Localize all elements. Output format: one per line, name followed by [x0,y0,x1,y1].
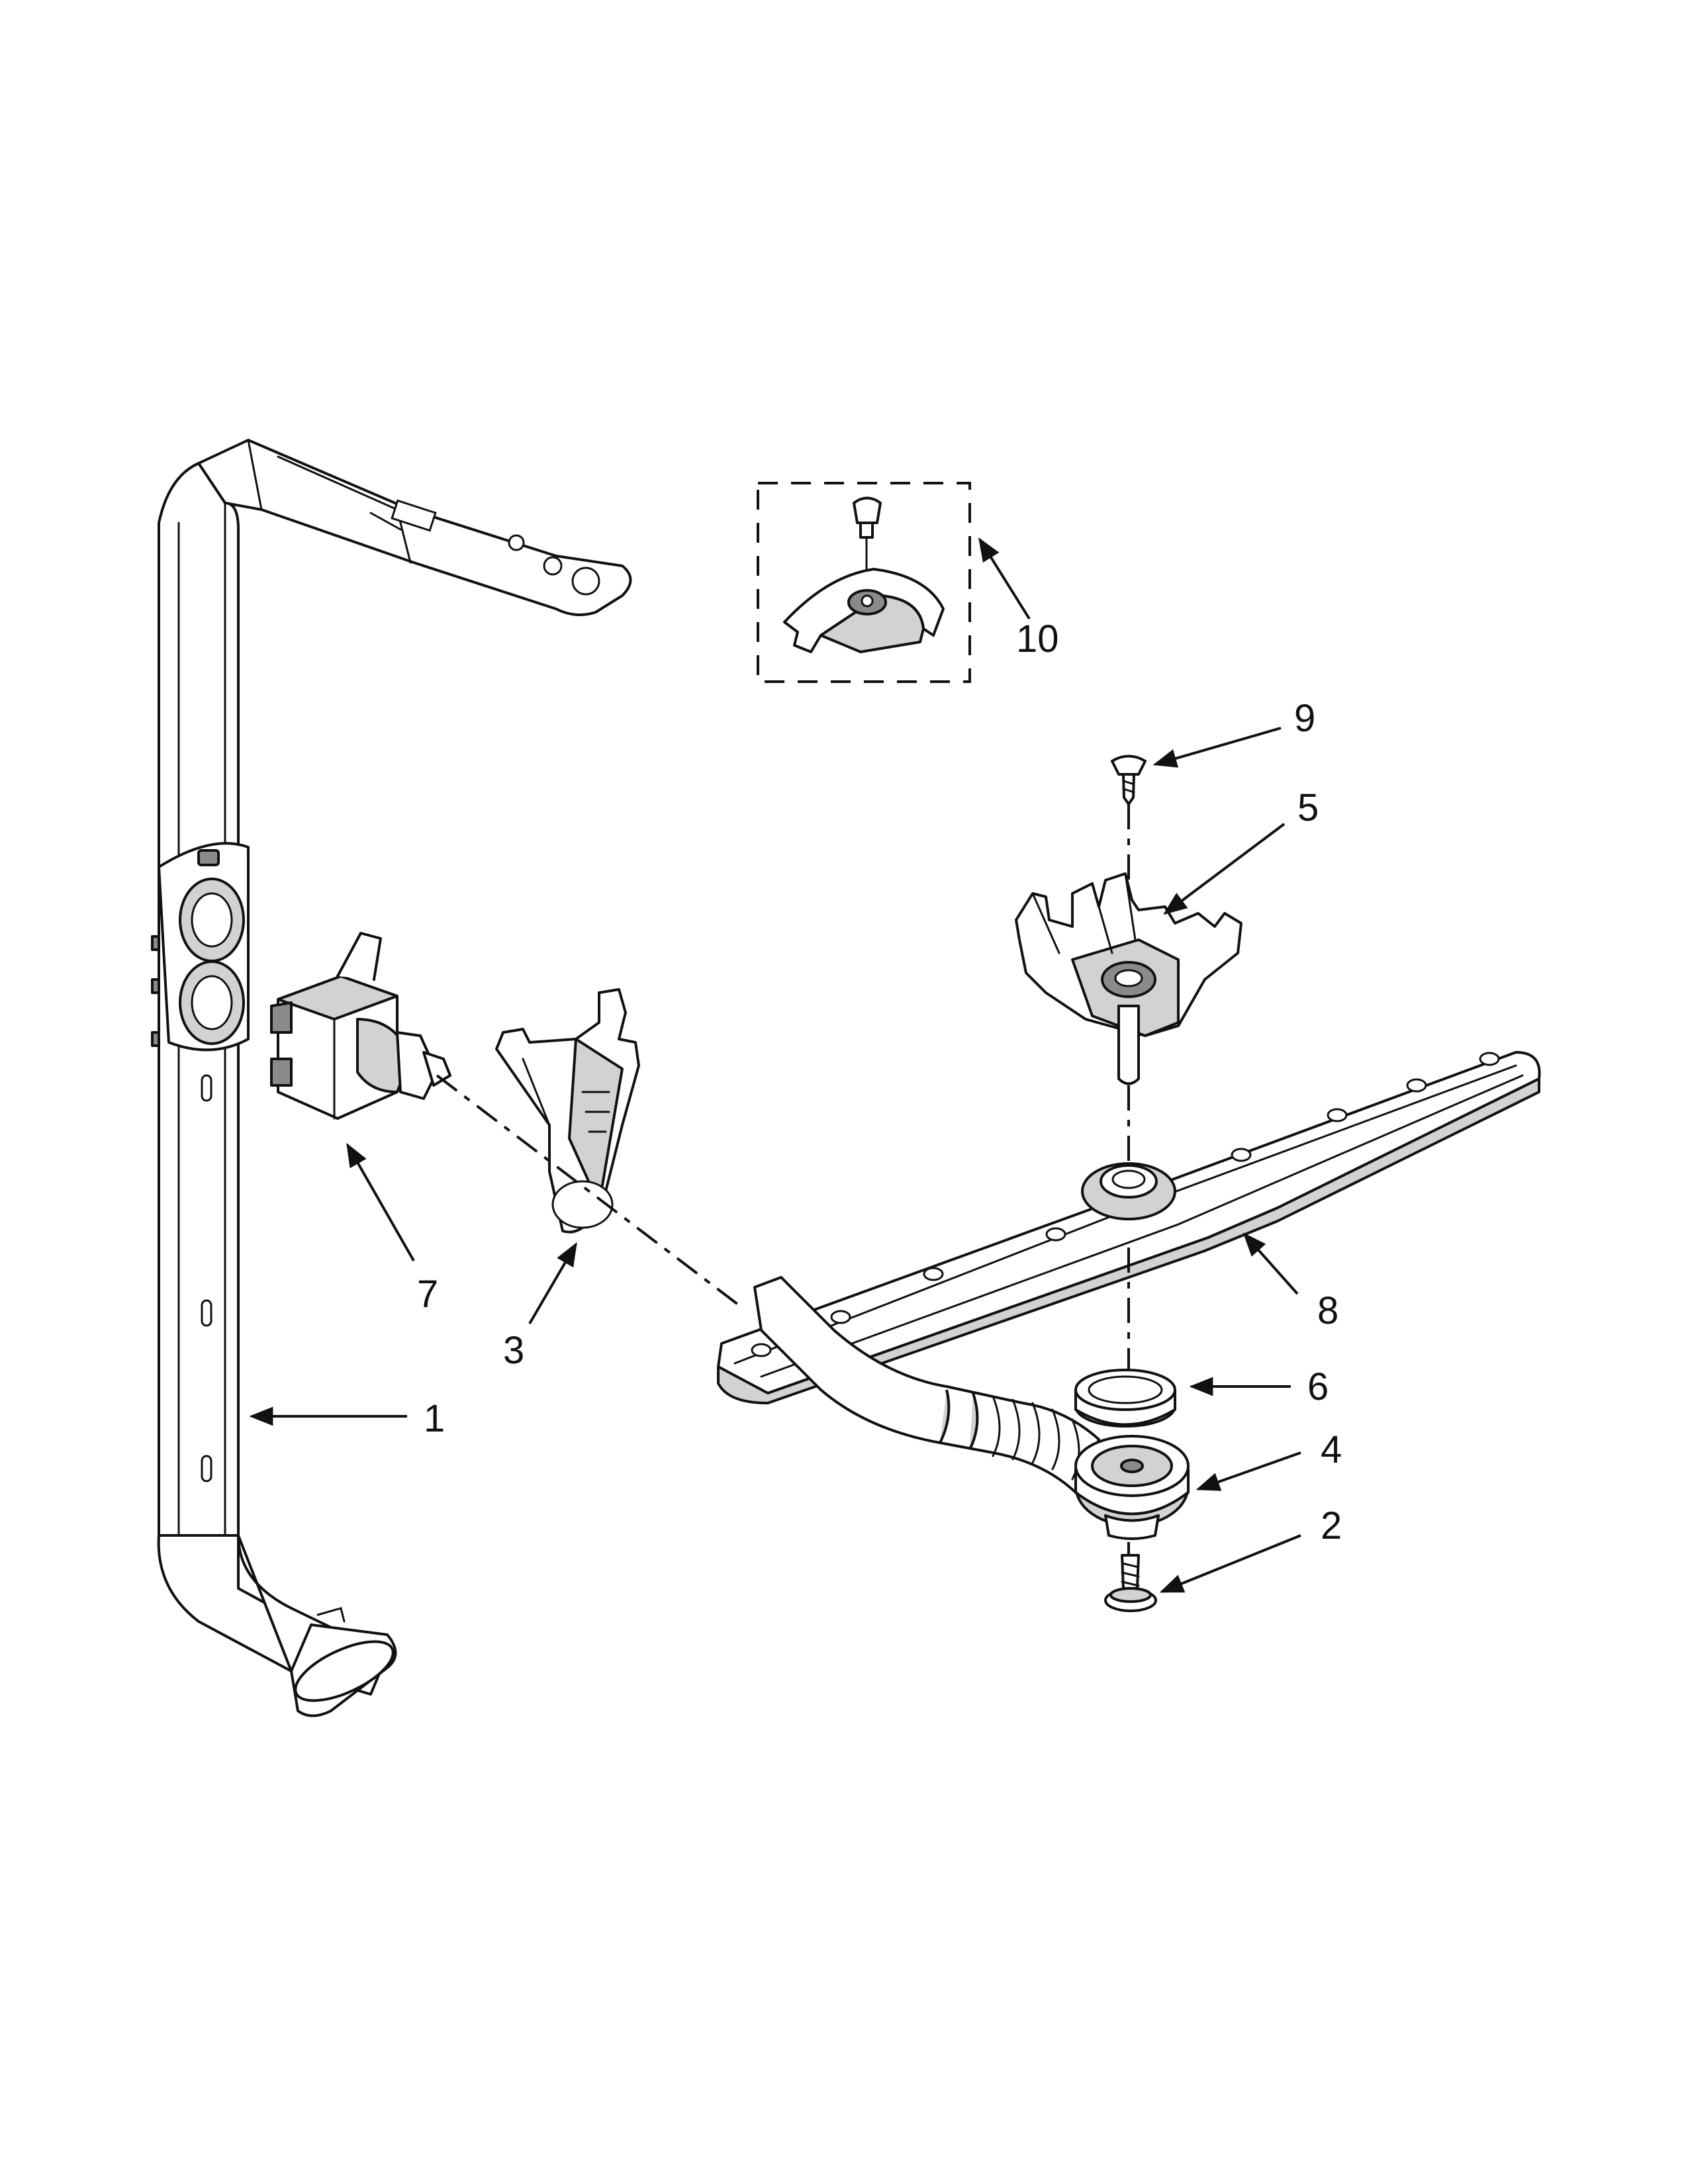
callout-6: 6 [1307,1365,1329,1408]
leader-2 [1159,1534,1301,1593]
callout-9: 9 [1294,697,1315,740]
assembly-lines [436,804,1130,1554]
leader-4 [1196,1451,1301,1491]
callout-7: 7 [417,1273,438,1316]
part-6-seal-ring [1074,1369,1176,1428]
callout-3: 3 [503,1329,524,1372]
leader-10 [978,537,1031,620]
leader-7 [346,1142,415,1261]
leader-3 [528,1242,577,1325]
leader-9 [1152,727,1282,768]
callout-2: 2 [1321,1504,1342,1547]
leader-8 [1243,1232,1299,1295]
leader-arrows [249,537,1301,1593]
callout-8: 8 [1317,1289,1338,1332]
assembly-line-horizontal [436,1074,743,1308]
callout-4: 4 [1321,1428,1342,1471]
part-10-inset [757,482,971,683]
part-7-diverter-motor [270,932,451,1120]
callout-1: 1 [424,1397,445,1440]
part-9-screw [1111,754,1147,805]
part-1-conduit [151,439,632,1717]
part-4-manifold [753,1276,1190,1540]
leader-5 [1163,823,1286,915]
callout-labels: 1 2 3 4 5 6 7 8 9 10 [417,617,1342,1547]
part-5-arm-mount [1015,872,1243,1085]
part-8-spray-arm [717,1051,1541,1404]
part-2-screw [1104,1554,1157,1612]
part-3-bracket [495,988,640,1234]
callout-5: 5 [1297,786,1319,829]
callout-10: 10 [1016,617,1059,660]
